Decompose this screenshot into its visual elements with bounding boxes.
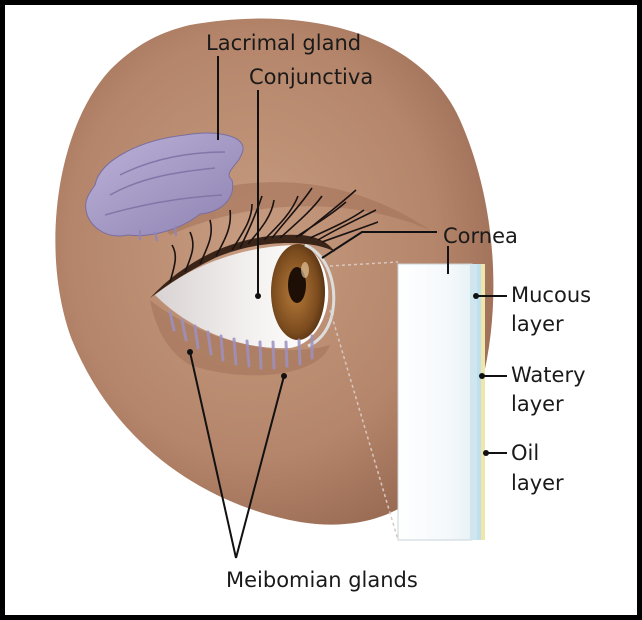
pupil bbox=[288, 267, 306, 303]
label-mucous-line1: Mucous bbox=[511, 283, 591, 307]
eyelashes bbox=[169, 187, 379, 283]
label-watery-line1: Watery bbox=[511, 363, 586, 387]
cornea-surface bbox=[304, 243, 336, 348]
cornea-highlight bbox=[301, 262, 309, 278]
mucous-layer-band bbox=[470, 264, 477, 540]
label-lacrimal-gland: Lacrimal gland bbox=[206, 31, 361, 55]
eye-tear-film-diagram: Lacrimal gland Conjunctiva Cornea Mucous… bbox=[55, 18, 591, 592]
label-conjunctiva: Conjunctiva bbox=[249, 65, 373, 89]
label-cornea: Cornea bbox=[443, 224, 518, 248]
meibomian-gland-marks bbox=[168, 310, 314, 370]
magnification-guides bbox=[329, 261, 399, 541]
label-oil-line1: Oil bbox=[511, 441, 539, 465]
label-watery-line2: layer bbox=[511, 392, 564, 416]
label-oil-line2: layer bbox=[511, 471, 564, 495]
label-mucous-line2: layer bbox=[511, 312, 564, 336]
watery-layer-band bbox=[477, 264, 481, 540]
upper-eyelid bbox=[150, 234, 335, 298]
tear-film-cross-section bbox=[397, 263, 485, 541]
oil-layer-band bbox=[481, 264, 485, 540]
lacrimal-gland-shape bbox=[85, 132, 244, 242]
lower-lid bbox=[150, 300, 330, 376]
label-meibomian-glands: Meibomian glands bbox=[226, 568, 418, 592]
leader-lines bbox=[187, 56, 507, 559]
